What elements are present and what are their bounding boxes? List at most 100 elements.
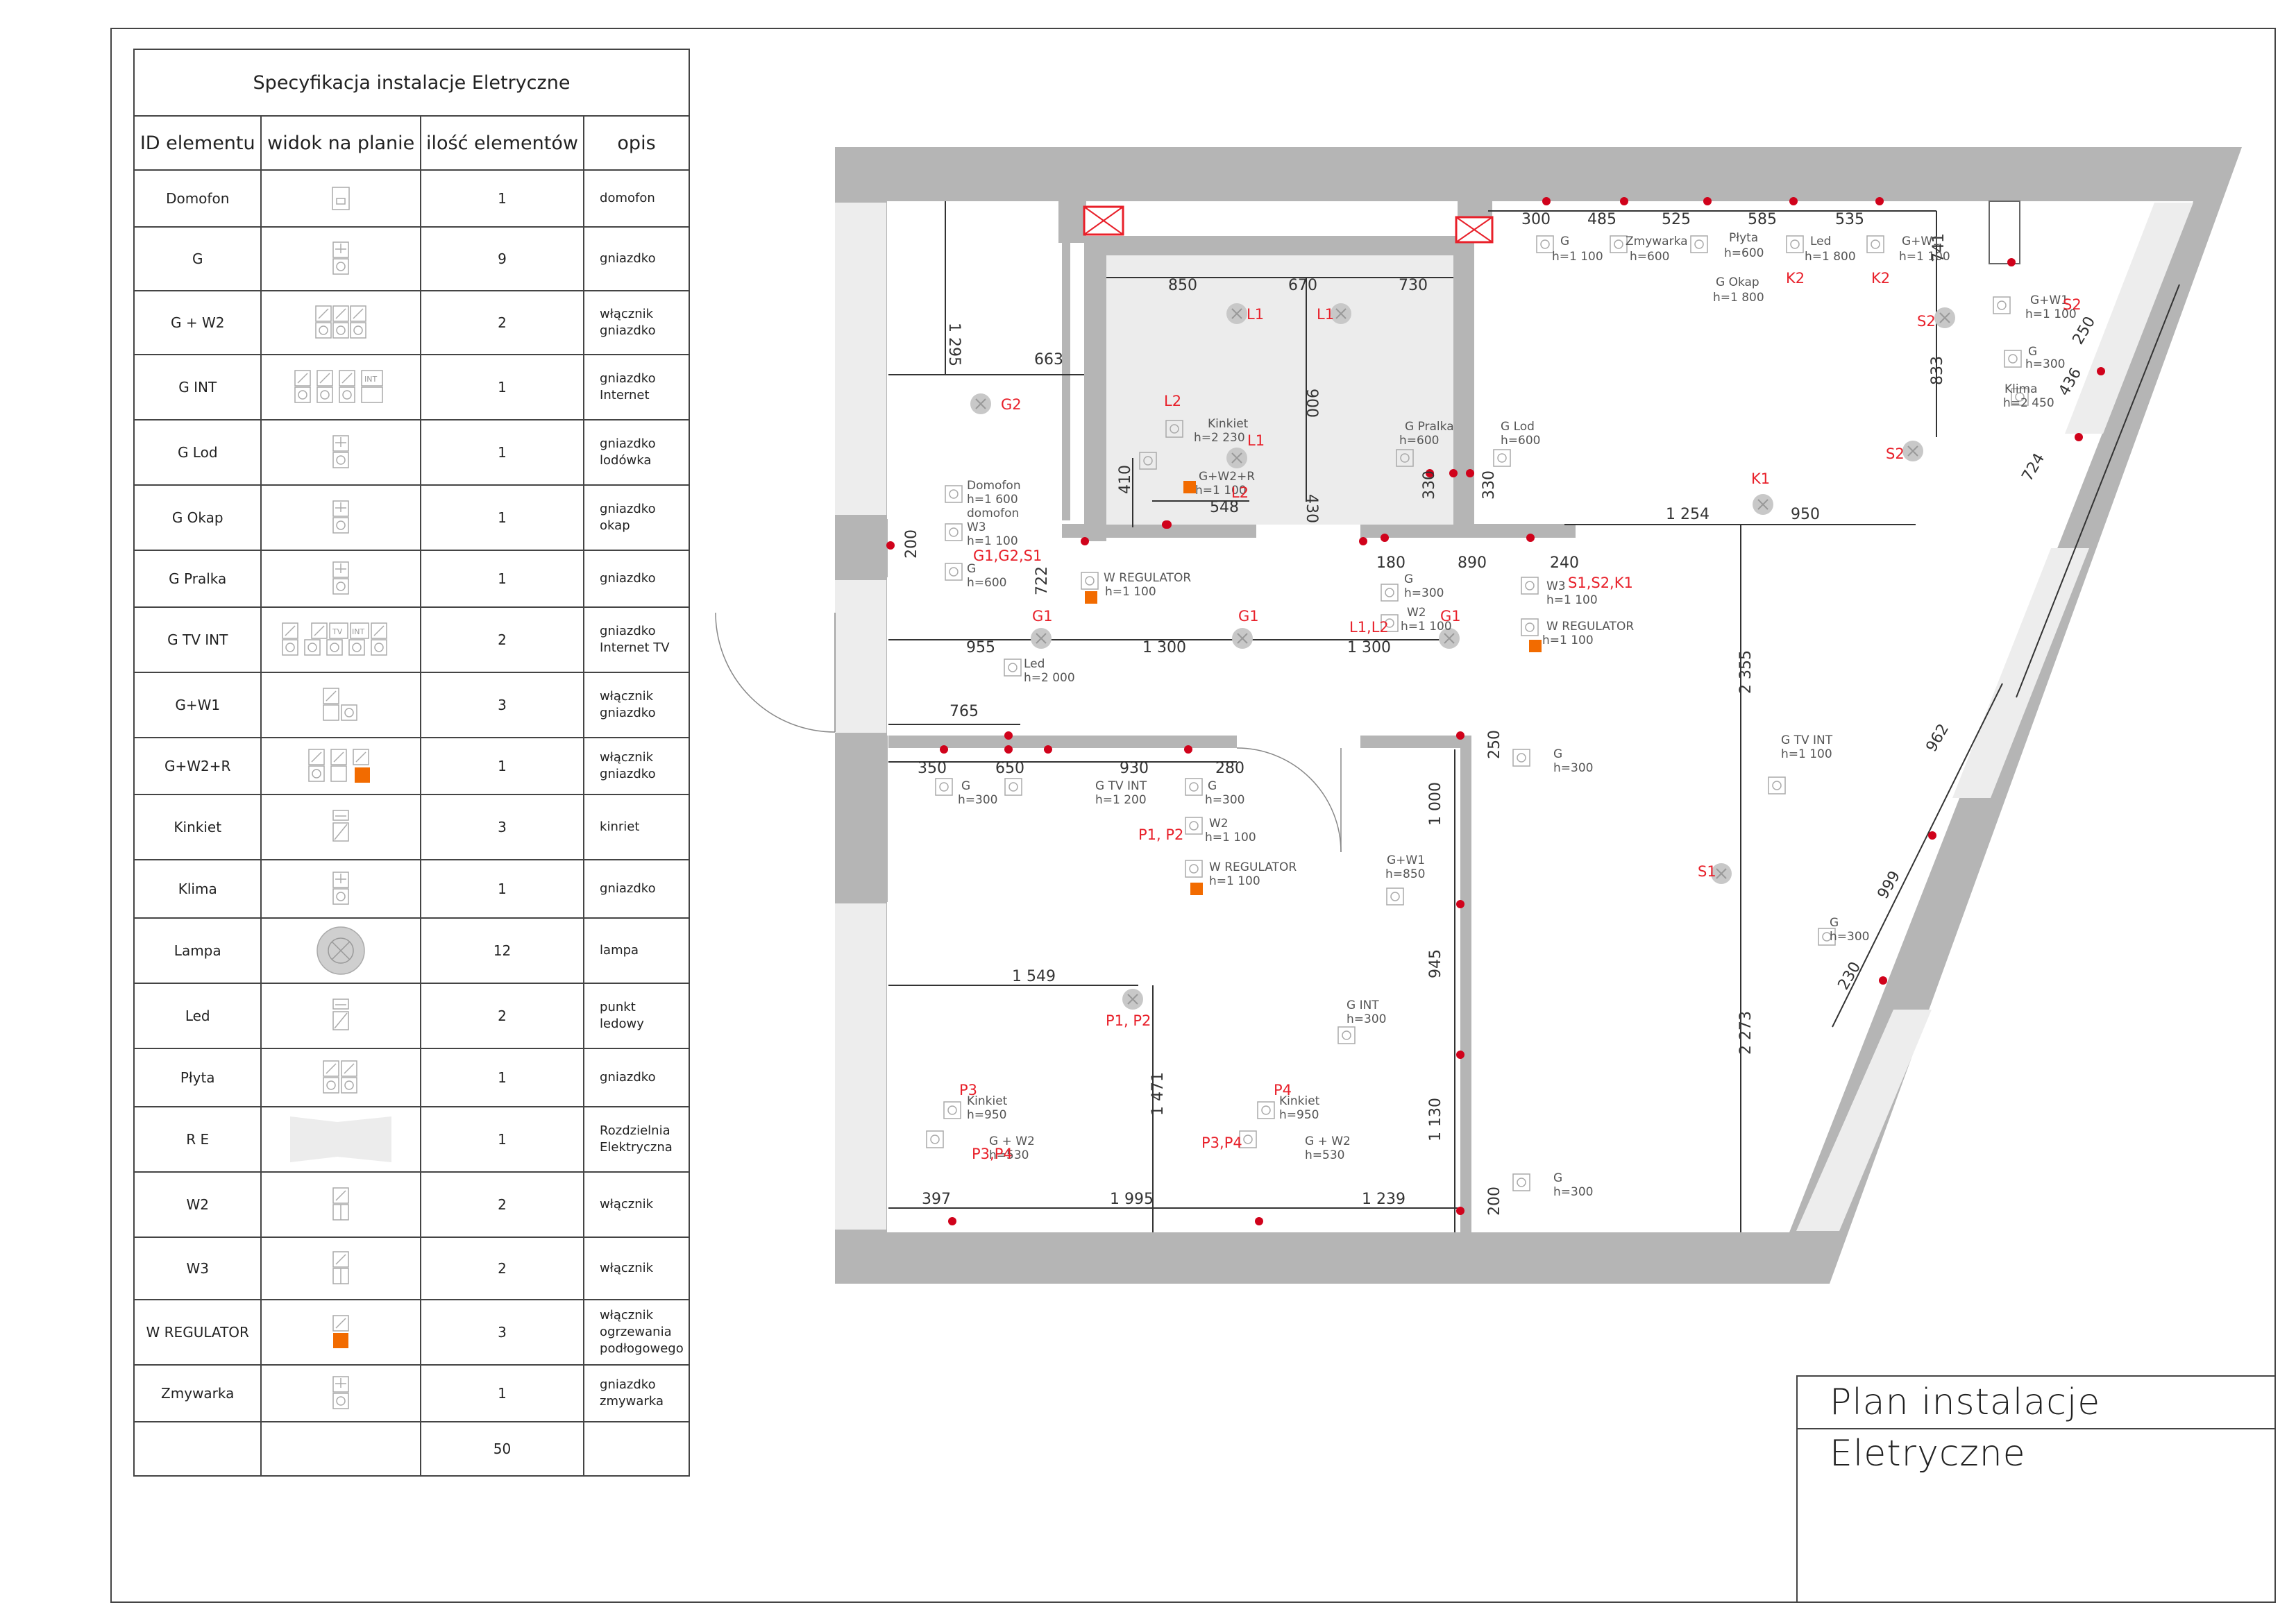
device-label: h=1 100	[1546, 593, 1598, 607]
dimension-value: 962	[1923, 721, 1953, 755]
device-label: h=1 100	[1205, 831, 1256, 844]
outlet-icon-ring	[949, 489, 959, 499]
circuit-tag: K2	[1786, 270, 1805, 287]
device-label: Led	[1024, 657, 1045, 671]
wall-partition	[1084, 236, 1473, 255]
socket-point-icon	[1081, 537, 1089, 545]
svg-text:INT: INT	[352, 627, 364, 636]
device-label: h=1 100	[2025, 307, 2077, 321]
circuit-tag: S1,S2,K1	[1568, 575, 1633, 591]
lamp-cross	[1127, 994, 1138, 1005]
socket-point-icon	[1703, 197, 1712, 205]
circuit-tag: G1,G2,S1	[973, 547, 1042, 564]
dimension-value: 525	[1662, 211, 1691, 228]
element-id: G + W2	[133, 290, 262, 355]
circuit-tag: G1	[1238, 608, 1259, 624]
dimension-value: 663	[1034, 351, 1063, 368]
outlet-icon	[945, 563, 963, 581]
kink-symbol-icon	[327, 809, 355, 845]
outlet-icon-ring	[1085, 576, 1095, 586]
circuit-tag: P3	[959, 1082, 977, 1098]
outlet-icon-ring	[1189, 821, 1199, 831]
device-label: h=1 100	[1105, 585, 1156, 599]
outlet-icon	[1786, 235, 1804, 253]
outlet-icon	[1081, 572, 1099, 590]
outlet-icon-ring	[1385, 618, 1394, 628]
outlet-icon	[1381, 584, 1399, 602]
element-description: włącznik	[583, 1237, 690, 1300]
description-line: włącznik	[600, 1307, 654, 1323]
device-label: G	[1553, 1171, 1562, 1185]
device-label: G	[1404, 572, 1413, 586]
dimension-value: 485	[1587, 211, 1617, 228]
element-quantity: 1	[419, 859, 585, 919]
lamp-cross	[1907, 445, 1918, 457]
outlet-icon	[1185, 817, 1203, 835]
wall-partition	[888, 736, 1237, 748]
plan-symbol	[260, 1237, 421, 1300]
column-header-desc: opis	[583, 115, 690, 171]
w-symbol-icon	[327, 1250, 355, 1286]
device-label: G	[1208, 779, 1217, 793]
lamp-cross	[1939, 312, 1950, 323]
outlet-icon	[1004, 778, 1022, 796]
dimension-value: 1 471	[1149, 1072, 1167, 1116]
lamp-cross	[1716, 868, 1727, 879]
dimension-value: 1 295	[945, 323, 963, 366]
dimension-value: 900	[1303, 389, 1320, 418]
dimension-value: 1 549	[1012, 968, 1056, 985]
device-label: W REGULATOR	[1104, 571, 1191, 585]
element-quantity: 1	[419, 169, 585, 228]
device-label: h=600	[1630, 250, 1669, 264]
dimension-value: 722	[1033, 566, 1051, 595]
socket-point-icon	[1875, 197, 1884, 205]
device-label: G	[1830, 916, 1839, 930]
dimension-value: 585	[1748, 211, 1777, 228]
plan-symbol	[260, 1171, 421, 1238]
socket-point-icon	[1004, 745, 1013, 754]
outlet-icon-ring	[1822, 932, 1832, 942]
socket-point-icon	[2075, 433, 2083, 441]
circuit-tag: G1	[1032, 608, 1053, 624]
table-title: Specyfikacja instalacje Eletryczne	[133, 49, 690, 117]
outlet-icon-ring	[1189, 782, 1199, 792]
door-swing	[1236, 747, 1342, 853]
socket-point-icon	[1162, 520, 1170, 529]
devices	[886, 197, 2105, 1225]
outlet-icon-ring	[1170, 424, 1179, 434]
outer-wall	[835, 147, 2242, 1284]
outlet-icon	[943, 1101, 961, 1119]
plan-symbol	[260, 859, 421, 919]
device-label: h=1 600	[967, 493, 1018, 507]
outlet-icon-ring	[1517, 1178, 1526, 1187]
dimension-value: 430	[1303, 494, 1320, 523]
element-id: G INT	[133, 354, 262, 420]
outlet-icon	[1185, 860, 1203, 878]
device-label: h=2 230	[1194, 431, 1245, 445]
window-left	[835, 580, 886, 733]
description-line: zmywarka	[600, 1394, 664, 1409]
outlet-icon	[1139, 452, 1157, 470]
device-label: G+W1	[2030, 294, 2068, 307]
wall-stub	[835, 519, 888, 577]
element-quantity: 1	[419, 550, 585, 608]
outlet-icon-ring	[1694, 239, 1704, 249]
socket-point-icon	[1381, 534, 1389, 542]
title-block: Plan instalacje Eletryczne	[1796, 1375, 2275, 1603]
device-label: G	[2028, 345, 2037, 359]
window-left	[835, 903, 886, 1230]
element-id: Zmywarka	[133, 1364, 262, 1422]
device-label: G + W2	[989, 1135, 1035, 1148]
outlet-icon-ring	[1342, 1030, 1351, 1040]
outlet-icon	[1866, 235, 1884, 253]
